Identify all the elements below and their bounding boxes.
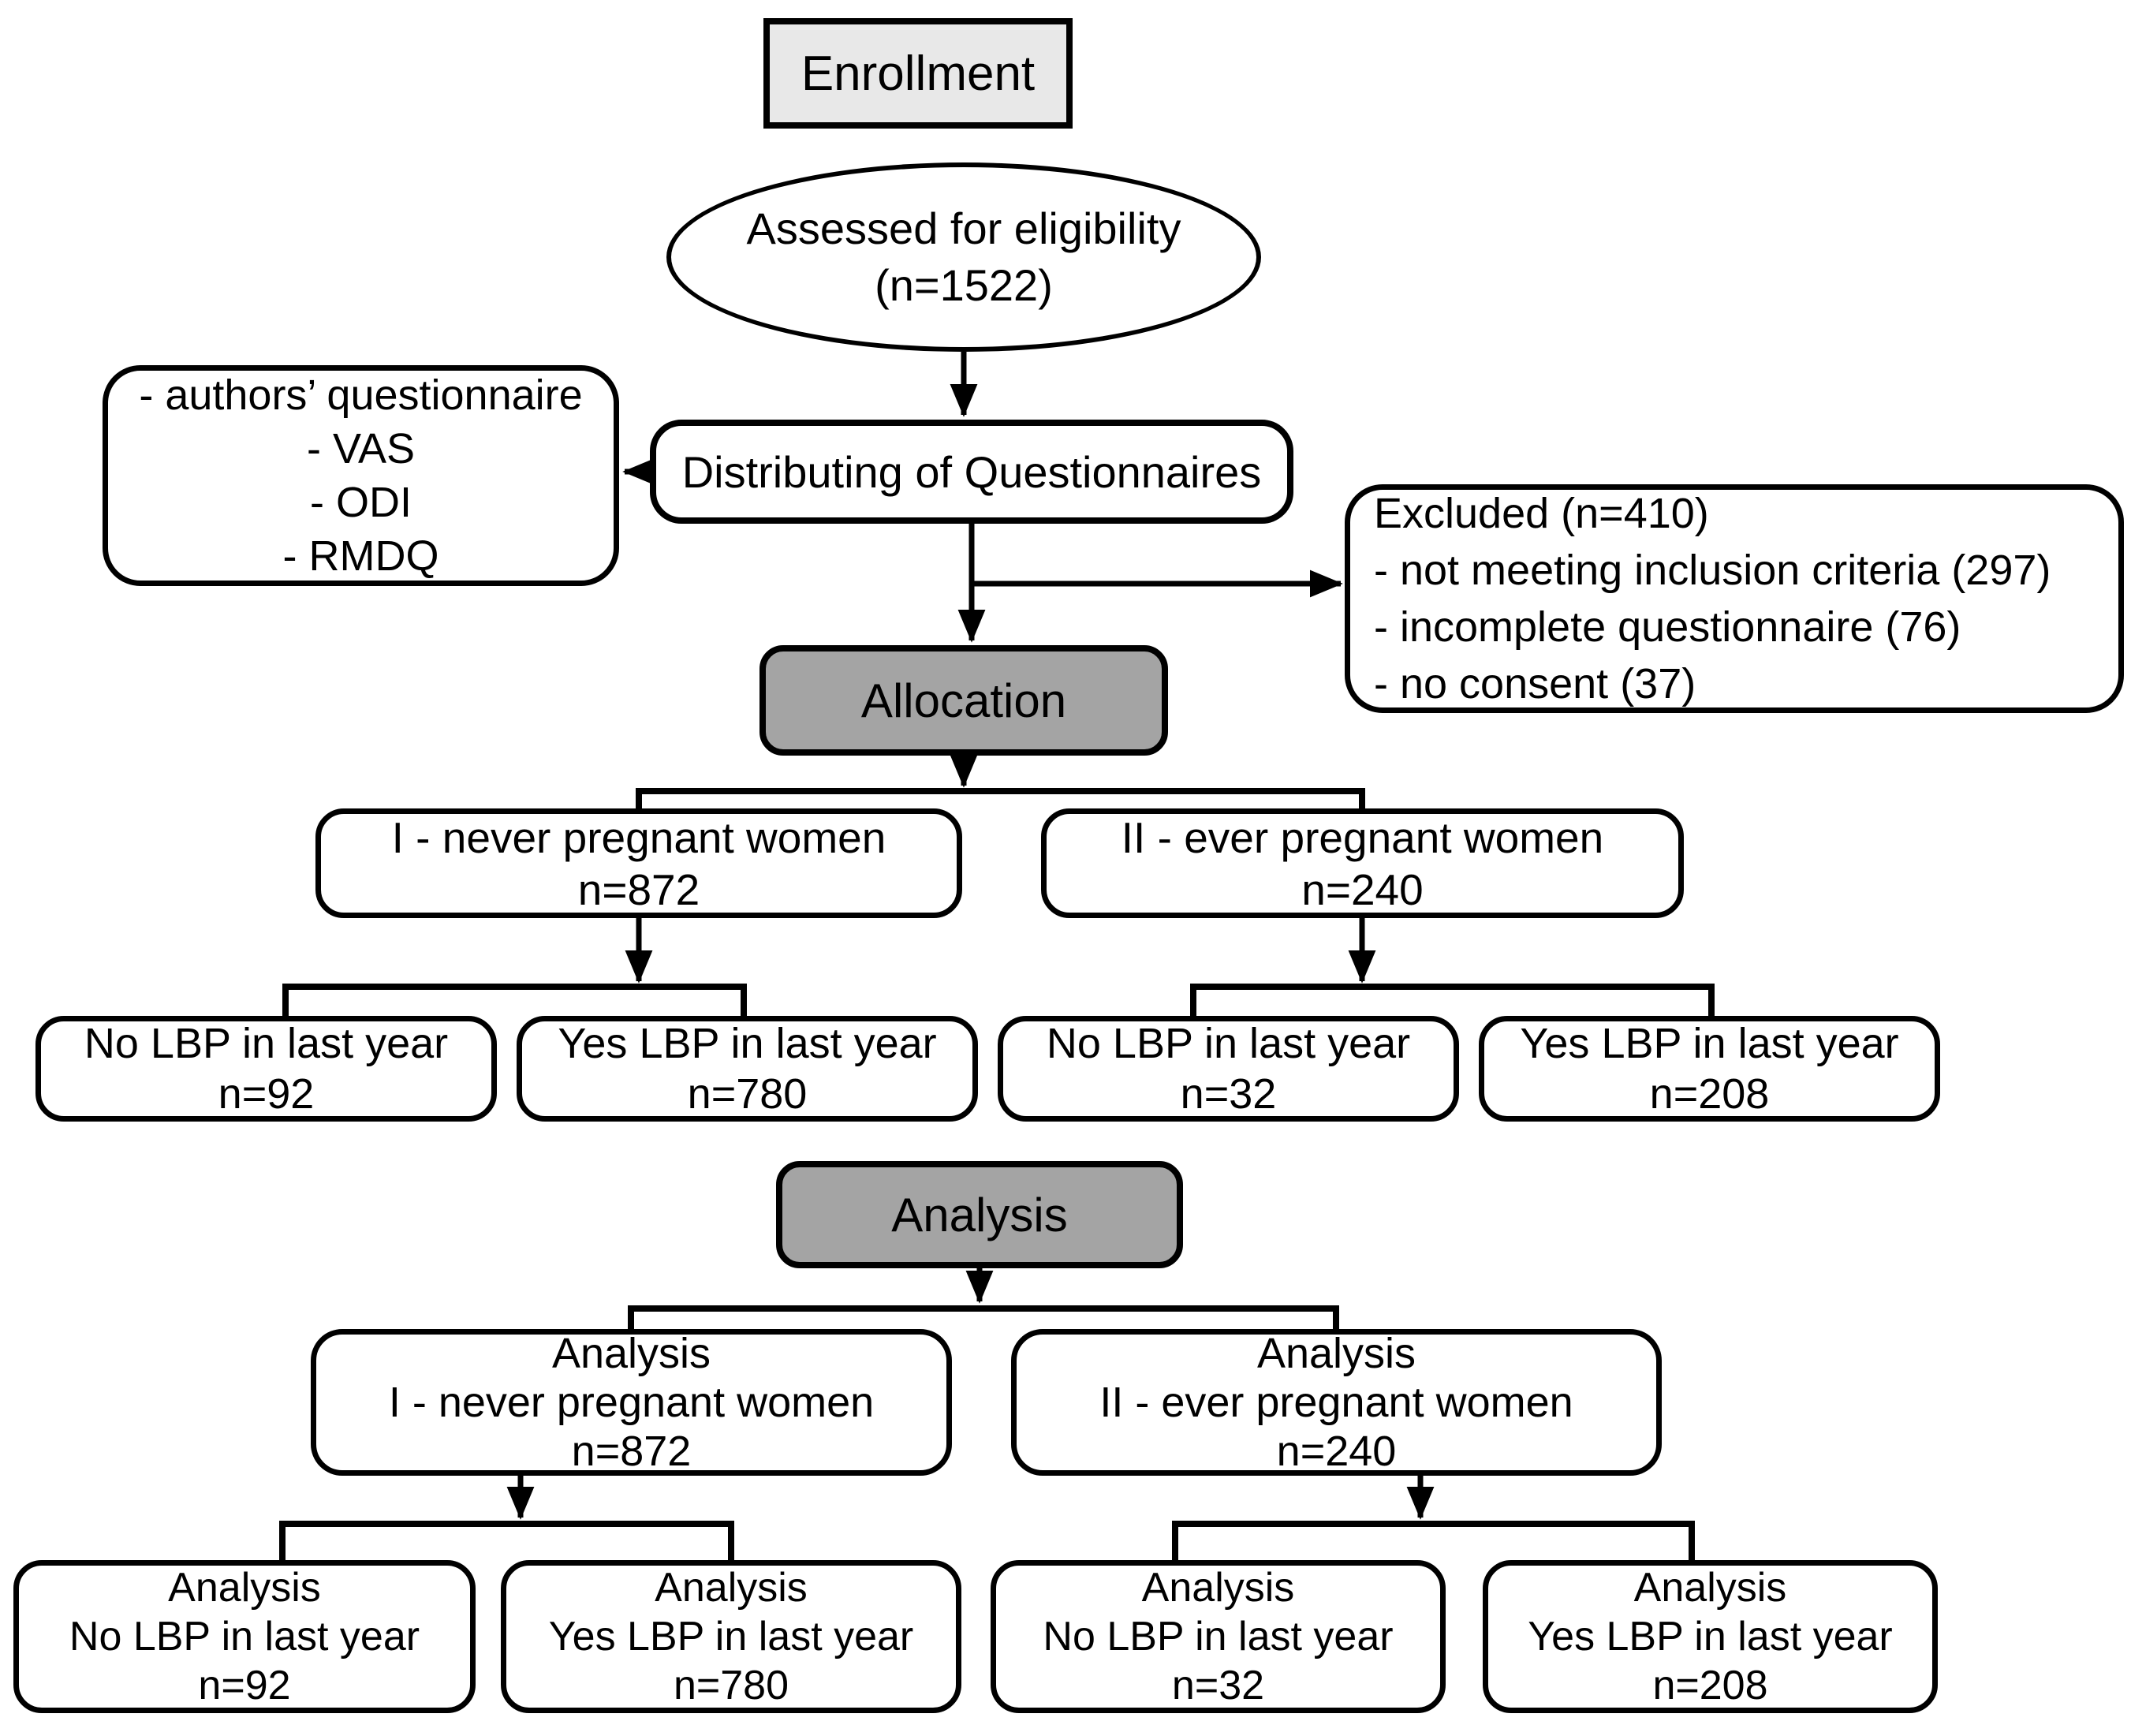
analysis-group-n: n=240 (1276, 1428, 1397, 1475)
analysis-header: Analysis (776, 1161, 1183, 1268)
analysis-group-title: Analysis (551, 1330, 711, 1377)
enrollment-label: Enrollment (801, 46, 1036, 101)
lbp-box-yes-group2: Yes LBP in last year n=208 (1479, 1016, 1940, 1122)
group-box-never-pregnant: I - never pregnant women n=872 (315, 808, 962, 918)
enrollment-header: Enrollment (763, 18, 1073, 129)
distributing-label: Distributing of Questionnaires (681, 446, 1262, 497)
eligibility-line1: Assessed for eligibility (746, 203, 1181, 253)
split-group2-lbp (1190, 984, 1715, 1019)
analysis-lbp-label: Yes LBP in last year (1528, 1614, 1893, 1659)
excluded-item: - not meeting inclusion criteria (297) (1374, 547, 2051, 594)
split-analysis-groups (628, 1305, 1339, 1333)
group-label: II - ever pregnant women (1121, 812, 1604, 862)
analysis-lbp-box-no-group1: Analysis No LBP in last year n=92 (13, 1560, 476, 1713)
analysis-label: Analysis (891, 1188, 1068, 1241)
analysis-group-label: I - never pregnant women (388, 1379, 875, 1426)
group-label: I - never pregnant women (391, 812, 886, 862)
lbp-label: No LBP in last year (84, 1020, 449, 1067)
lbp-n: n=208 (1649, 1070, 1770, 1118)
split-group1-lbp (282, 984, 747, 1019)
analysis-lbp-n: n=208 (1652, 1663, 1768, 1708)
analysis-group-n: n=872 (571, 1428, 692, 1475)
eligibility-n: (n=1522) (875, 260, 1053, 310)
lbp-label: Yes LBP in last year (558, 1020, 937, 1067)
lbp-label: Yes LBP in last year (1520, 1020, 1899, 1067)
excluded-box: Excluded (n=410) - not meeting inclusion… (1345, 484, 2124, 713)
questionnaire-item: - RMDQ (282, 532, 439, 580)
lbp-n: n=780 (687, 1070, 808, 1118)
analysis-group-box-never-pregnant: Analysis I - never pregnant women n=872 (311, 1329, 952, 1476)
analysis-lbp-label: No LBP in last year (69, 1614, 420, 1659)
lbp-n: n=92 (218, 1070, 315, 1118)
analysis-lbp-box-yes-group1: Analysis Yes LBP in last year n=780 (501, 1560, 961, 1713)
lbp-box-no-group1: No LBP in last year n=92 (35, 1016, 497, 1122)
analysis-lbp-box-yes-group2: Analysis Yes LBP in last year n=208 (1483, 1560, 1938, 1713)
analysis-lbp-box-no-group2: Analysis No LBP in last year n=32 (991, 1560, 1446, 1713)
lbp-n: n=32 (1180, 1070, 1277, 1118)
questionnaire-item: - authors’ questionnaire (139, 371, 583, 419)
allocation-header: Allocation (759, 645, 1168, 756)
split-agroup1-lbp (279, 1521, 734, 1563)
analysis-lbp-label: No LBP in last year (1043, 1614, 1394, 1659)
lbp-label: No LBP in last year (1046, 1020, 1411, 1067)
analysis-lbp-n: n=780 (673, 1663, 789, 1708)
analysis-group-box-ever-pregnant: Analysis II - ever pregnant women n=240 (1011, 1329, 1662, 1476)
analysis-lbp-title: Analysis (1633, 1565, 1787, 1611)
group-n: n=872 (577, 864, 700, 914)
excluded-item: - no consent (37) (1374, 660, 1696, 707)
analysis-group-label: II - ever pregnant women (1099, 1379, 1573, 1426)
questionnaires-box: - authors’ questionnaire - VAS - ODI - R… (103, 365, 619, 586)
allocation-label: Allocation (860, 674, 1067, 727)
analysis-lbp-n: n=92 (198, 1663, 291, 1708)
distributing-box: Distributing of Questionnaires (650, 420, 1293, 524)
analysis-lbp-title: Analysis (168, 1565, 321, 1611)
questionnaire-item: - ODI (310, 479, 412, 526)
eligibility-ellipse: Assessed for eligibility (n=1522) (666, 162, 1261, 352)
group-box-ever-pregnant: II - ever pregnant women n=240 (1041, 808, 1684, 918)
analysis-lbp-title: Analysis (655, 1565, 808, 1611)
lbp-box-no-group2: No LBP in last year n=32 (998, 1016, 1459, 1122)
lbp-box-yes-group1: Yes LBP in last year n=780 (517, 1016, 978, 1122)
analysis-lbp-label: Yes LBP in last year (548, 1614, 914, 1659)
excluded-title: Excluded (n=410) (1374, 490, 1709, 537)
excluded-item: - incomplete questionnaire (76) (1374, 603, 1961, 651)
split-agroup2-lbp (1172, 1521, 1695, 1563)
questionnaire-item: - VAS (306, 425, 416, 472)
analysis-group-title: Analysis (1256, 1330, 1416, 1377)
split-allocation-groups (636, 788, 1365, 812)
analysis-lbp-title: Analysis (1141, 1565, 1295, 1611)
group-n: n=240 (1301, 864, 1424, 914)
analysis-lbp-n: n=32 (1171, 1663, 1265, 1708)
